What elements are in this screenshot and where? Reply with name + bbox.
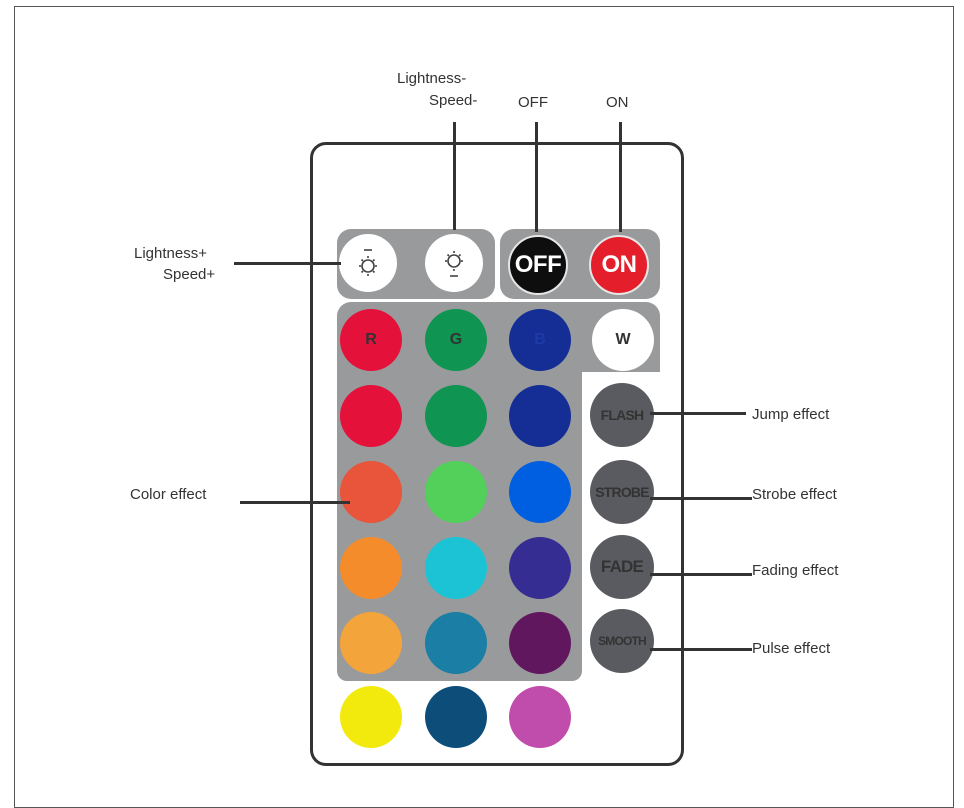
lightness-minus-leader: [453, 122, 456, 230]
lightness-minus-label: Lightness-: [397, 70, 467, 87]
lightness-down-button[interactable]: [425, 234, 483, 292]
fading-effect-leader: [650, 573, 752, 576]
flash-button[interactable]: FLASH: [590, 383, 654, 447]
off-button-label: OFF: [514, 251, 562, 278]
color-button[interactable]: [425, 385, 487, 447]
fade-button-label: FADE: [600, 557, 644, 576]
off-leader: [535, 122, 538, 232]
strobe-button-label: STROBE: [595, 484, 649, 500]
color-button[interactable]: [340, 686, 402, 748]
smooth-button[interactable]: SMOOTH: [590, 609, 654, 673]
jump-effect-leader: [650, 412, 746, 415]
white-button[interactable]: W: [592, 309, 654, 371]
red-button-label: R: [365, 331, 377, 348]
color-button[interactable]: [425, 686, 487, 748]
color-button[interactable]: [425, 612, 487, 674]
color-button[interactable]: [509, 537, 571, 599]
off-button[interactable]: OFF: [508, 235, 568, 295]
color-button[interactable]: [340, 461, 402, 523]
speed-plus-label: Speed+: [163, 266, 216, 283]
color-button[interactable]: [509, 612, 571, 674]
strobe-button[interactable]: STROBE: [590, 460, 654, 524]
strobe-effect-label: Strobe effect: [752, 486, 837, 503]
color-button[interactable]: [509, 385, 571, 447]
off-callout-label: OFF: [518, 94, 548, 111]
jump-effect-label: Jump effect: [752, 406, 830, 423]
remote-control: OFF ON R G B W FLASH STROBE FADE SMOOTH: [310, 142, 684, 766]
on-button[interactable]: ON: [589, 235, 649, 295]
blue-button-label: B: [534, 331, 546, 348]
color-button[interactable]: [340, 612, 402, 674]
color-effect-leader: [240, 501, 350, 504]
color-button[interactable]: [509, 461, 571, 523]
lightness-plus-label: Lightness+: [134, 245, 207, 262]
flash-button-label: FLASH: [600, 407, 644, 423]
color-button[interactable]: [340, 537, 402, 599]
green-button[interactable]: G: [425, 309, 487, 371]
blue-button[interactable]: B: [509, 309, 571, 371]
sun-down-icon: [445, 251, 463, 277]
on-callout-label: ON: [606, 94, 629, 111]
speed-minus-label: Speed-: [429, 92, 478, 109]
white-button-label: W: [615, 331, 631, 348]
color-effect-label: Color effect: [130, 486, 207, 503]
smooth-button-label: SMOOTH: [598, 634, 647, 648]
color-button[interactable]: [509, 686, 571, 748]
strobe-effect-leader: [650, 497, 752, 500]
color-button[interactable]: [340, 385, 402, 447]
color-button[interactable]: [425, 537, 487, 599]
pulse-effect-label: Pulse effect: [752, 640, 831, 657]
color-button[interactable]: [425, 461, 487, 523]
fading-effect-label: Fading effect: [752, 562, 839, 579]
on-leader: [619, 122, 622, 232]
fade-button[interactable]: FADE: [590, 535, 654, 599]
lightness-up-button[interactable]: [339, 234, 397, 292]
red-button[interactable]: R: [340, 309, 402, 371]
lightness-plus-leader: [234, 262, 341, 265]
green-button-label: G: [449, 331, 463, 348]
on-button-label: ON: [601, 251, 638, 278]
sun-up-icon: [359, 249, 377, 276]
pulse-effect-leader: [650, 648, 752, 651]
